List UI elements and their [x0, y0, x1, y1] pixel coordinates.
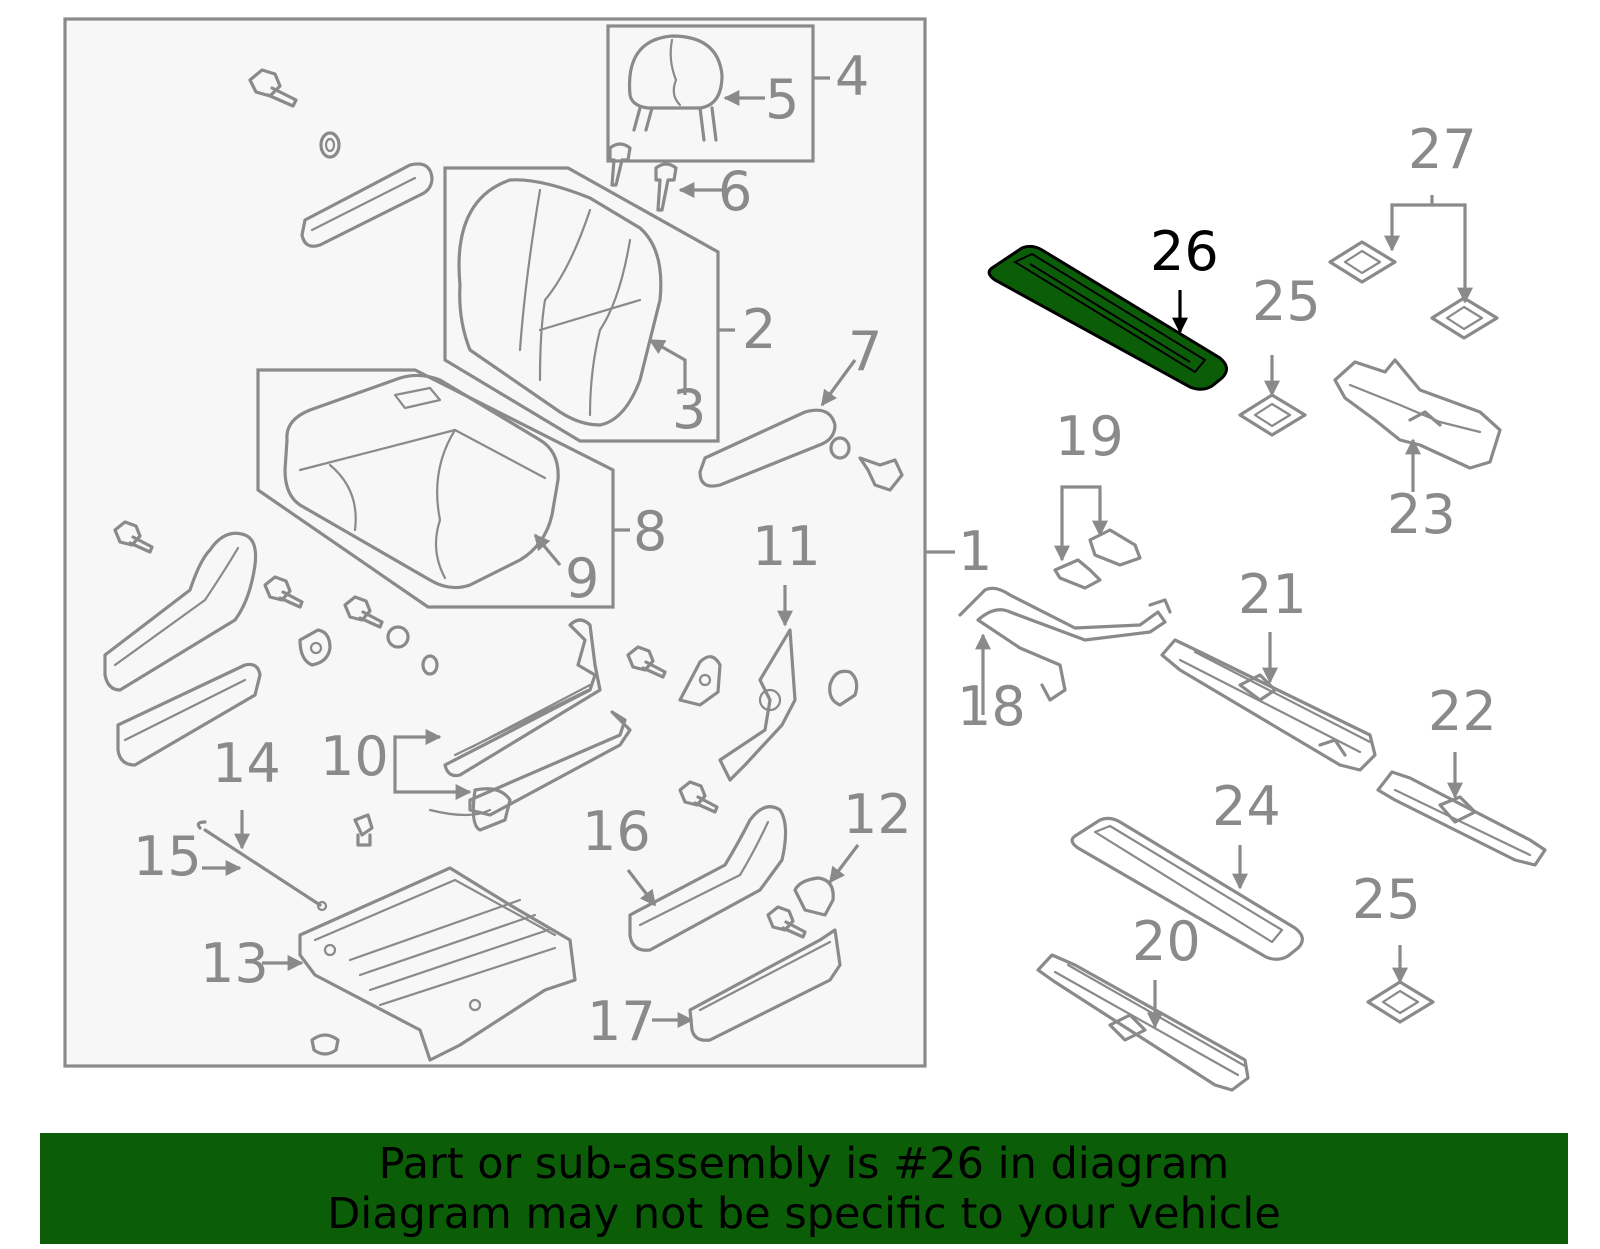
callout-24: 24: [1212, 775, 1281, 838]
callout-11: 11: [752, 515, 821, 578]
armrest-7: [698, 408, 904, 492]
callout-20: 20: [1132, 910, 1201, 973]
banner-line-2: Diagram may not be specific to your vehi…: [327, 1189, 1281, 1239]
callout-14: 14: [212, 732, 281, 795]
rail-21: [1160, 638, 1377, 772]
clip-25-lower: [1366, 980, 1435, 1024]
callout-8: 8: [633, 500, 667, 563]
callout-25-lower: 25: [1352, 868, 1421, 931]
harness-18: [958, 586, 1172, 702]
callout-12: 12: [843, 783, 912, 846]
clips-27: [1328, 240, 1499, 340]
callout-13: 13: [200, 932, 269, 995]
callout-27: 27: [1408, 118, 1477, 181]
callout-6: 6: [718, 160, 752, 223]
clip-25-upper: [1238, 393, 1307, 437]
callout-4: 4: [835, 45, 869, 108]
headrest-guides: [608, 142, 678, 212]
sill-plate-24: [1070, 816, 1304, 961]
callout-23: 23: [1387, 483, 1456, 546]
callout-2: 2: [742, 298, 776, 361]
cover-12: [766, 876, 835, 939]
callout-21: 21: [1238, 563, 1307, 626]
callout-17: 17: [587, 990, 656, 1053]
callout-9: 9: [565, 547, 599, 610]
rail-20: [1036, 953, 1250, 1092]
seat-frame-13: [196, 813, 577, 1062]
callout-25-upper: 25: [1252, 270, 1321, 333]
armrest-trim-upper: [300, 162, 434, 248]
callout-19: 19: [1055, 405, 1124, 468]
seat-cushion: [283, 373, 560, 590]
banner-line-1: Part or sub-assembly is #26 in diagram: [378, 1139, 1230, 1189]
callout-10: 10: [320, 725, 389, 788]
info-banner: Part or sub-assembly is #26 in diagram D…: [40, 1133, 1568, 1244]
callout-26: 26: [1150, 220, 1219, 283]
callout-22: 22: [1428, 680, 1497, 743]
seat-assembly-frame: [63, 17, 927, 1068]
callout-3: 3: [672, 378, 706, 441]
headrest-box: [606, 24, 815, 163]
side-shield-16: [628, 805, 788, 952]
headrest-part: [627, 34, 724, 142]
seatback-box: [443, 166, 720, 443]
callout-16: 16: [582, 800, 651, 863]
rail-22: [1376, 770, 1547, 867]
callout-5: 5: [765, 68, 799, 131]
bolts-left: [113, 520, 439, 676]
seat-tracks: [428, 618, 632, 832]
callout-18: 18: [957, 675, 1026, 738]
cushion-box: [256, 368, 615, 609]
callout-1: 1: [958, 520, 992, 583]
side-shield-left: [103, 531, 262, 767]
trim-17: [688, 928, 842, 1042]
seatback-cover: [457, 178, 663, 427]
highlighted-part-26: [987, 244, 1228, 391]
bolt-upper-left: [248, 68, 341, 159]
callout-15: 15: [133, 825, 202, 888]
callout-7: 7: [848, 320, 882, 383]
recliner-11: [626, 628, 859, 814]
bracket-23: [1333, 358, 1502, 470]
brackets-19: [1053, 528, 1142, 590]
